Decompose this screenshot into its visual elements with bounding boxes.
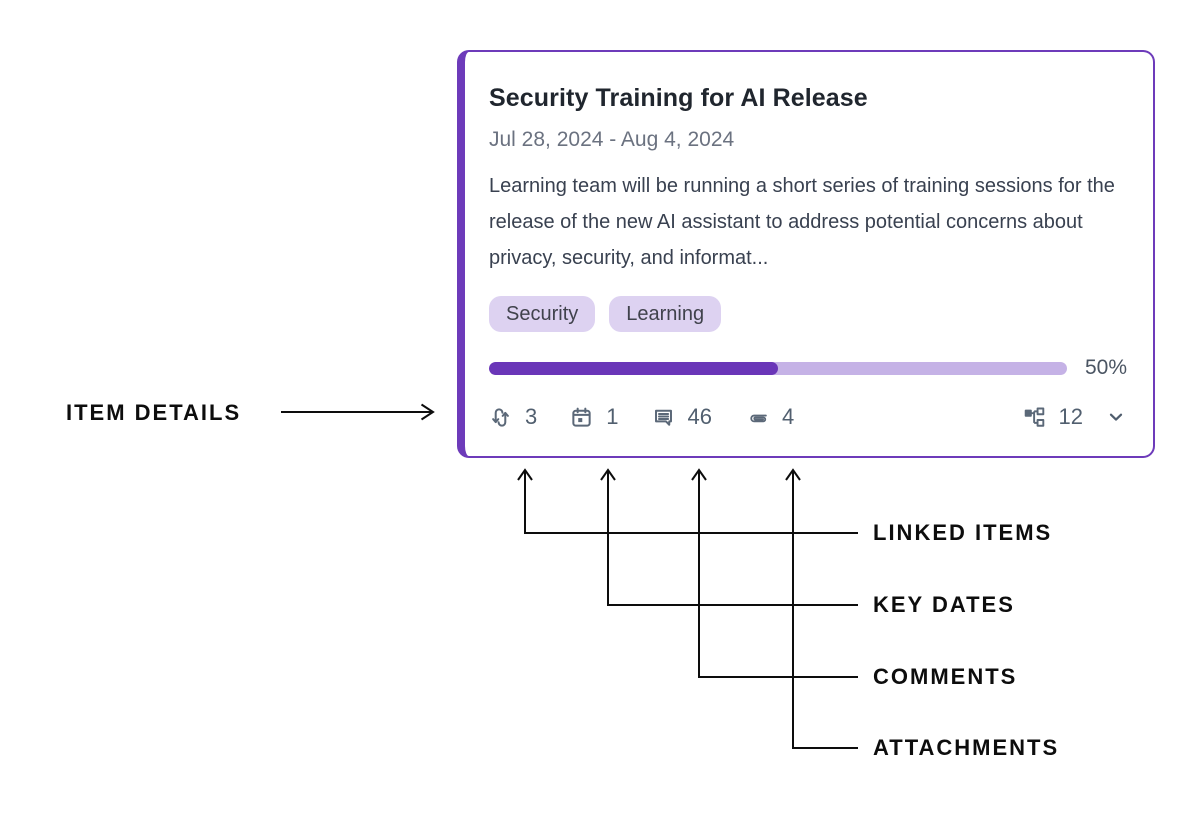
attachments-label: ATTACHMENTS <box>873 735 1060 760</box>
item-description: Learning team will be running a short se… <box>489 175 1115 269</box>
comments-count: 46 <box>687 404 712 429</box>
progress-bar <box>489 361 1067 375</box>
item-title: Security Training for AI Release <box>489 84 868 112</box>
key-dates-stat[interactable]: 1 <box>570 404 619 430</box>
item-details-label: ITEM DETAILS <box>66 400 242 425</box>
progress-fill <box>489 361 778 375</box>
item-card[interactable]: Security Training for AI Release Jul 28,… <box>457 50 1155 458</box>
comments-stat[interactable]: 46 <box>652 404 712 430</box>
calendar-icon <box>570 406 593 429</box>
attachments-count: 4 <box>781 404 795 429</box>
progress-row: 50% <box>489 356 1127 380</box>
comment-icon <box>652 406 675 429</box>
tag-learning: Learning <box>609 296 722 332</box>
progress-percent-label: 50% <box>1084 356 1127 379</box>
linked-items-label: LINKED ITEMS <box>873 520 1053 545</box>
key-dates-label: KEY DATES <box>873 592 1015 617</box>
sub-items-count: 12 <box>1058 404 1083 429</box>
key-dates-count: 1 <box>606 404 619 429</box>
tag-row: Security Learning <box>489 296 1127 332</box>
tag-security: Security <box>489 296 596 332</box>
linked-items-stat[interactable]: 3 <box>489 404 537 430</box>
comments-label: COMMENTS <box>873 664 1018 689</box>
attachments-stat[interactable]: 4 <box>745 404 794 430</box>
linked-items-count: 3 <box>525 404 538 429</box>
item-date-range: Jul 28, 2024 - Aug 4, 2024 <box>489 128 735 151</box>
item-meta-row: 3 1 <box>489 404 1127 430</box>
paperclip-icon <box>745 406 769 429</box>
sub-items-stat[interactable]: 12 <box>1023 404 1127 430</box>
chevron-down-icon[interactable] <box>1105 406 1127 428</box>
linked-items-icon <box>489 406 512 429</box>
hierarchy-icon <box>1023 406 1046 429</box>
